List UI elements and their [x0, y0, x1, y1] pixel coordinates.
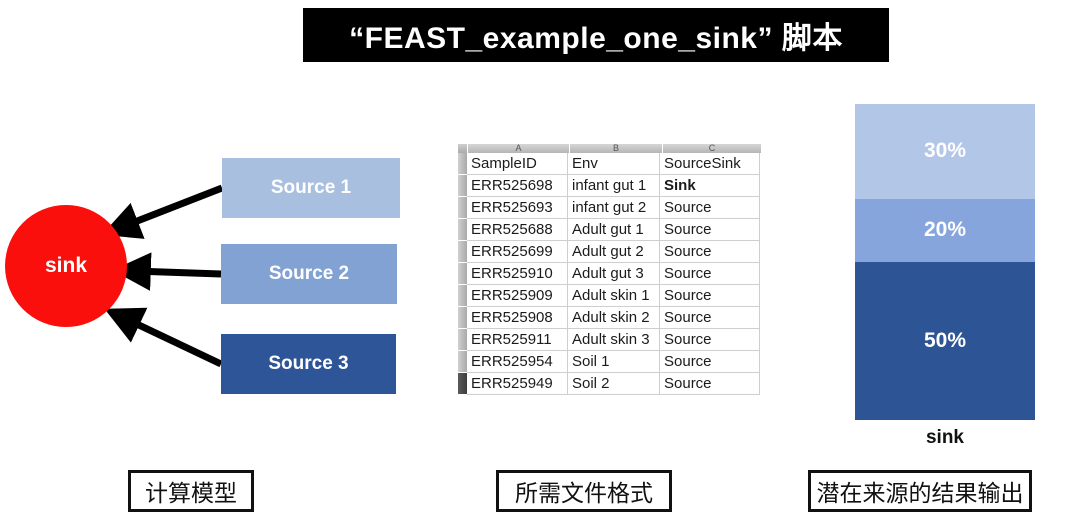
source-box-1-label: Source 1 — [270, 177, 352, 198]
bar-segment-source1-label: 30% — [923, 139, 967, 163]
result-output-chart: 30% 20% 50% sink — [840, 95, 1080, 460]
cell-env: Adult skin 3 — [568, 329, 660, 351]
source-box-3: Source 3 — [221, 334, 396, 394]
table-row: ERR525693 infant gut 2 Source — [458, 197, 762, 219]
cell-sampleid: ERR525693 — [467, 197, 568, 219]
cell-sampleid: ERR525949 — [467, 373, 568, 395]
cell-sampleid: ERR525909 — [467, 285, 568, 307]
arrow-source3-to-sink — [104, 307, 223, 368]
cell-sampleid: ERR525908 — [467, 307, 568, 329]
cell-env: Adult skin 1 — [568, 285, 660, 307]
cell-sourcesink: Source — [660, 307, 760, 329]
table-row: ERR525699 Adult gut 2 Source — [458, 241, 762, 263]
row-header-cell — [458, 175, 467, 197]
spreadsheet-column-letter-c: C — [663, 144, 762, 153]
table-row: ERR525910 Adult gut 3 Source — [458, 263, 762, 285]
row-header-cell — [458, 153, 467, 175]
cell-sampleid: ERR525699 — [467, 241, 568, 263]
source-box-1: Source 1 — [222, 158, 400, 218]
spreadsheet-corner-cell — [458, 144, 468, 153]
row-header-cell — [458, 285, 467, 307]
caption-result-output-label: 潜在来源的结果输出 — [816, 480, 1024, 506]
table-row: ERR525698 infant gut 1 Sink — [458, 175, 762, 197]
column-header-sourcesink: SourceSink — [660, 153, 760, 175]
cell-sampleid: ERR525688 — [467, 219, 568, 241]
cell-env: Adult gut 3 — [568, 263, 660, 285]
arrow-source1-to-sink — [101, 184, 224, 239]
metadata-spreadsheet: A B C SampleID Env SourceSink ERR525698 … — [458, 144, 762, 396]
arrow-source2-to-sink — [112, 252, 222, 291]
table-row: ERR525911 Adult skin 3 Source — [458, 329, 762, 351]
table-row: ERR525954 Soil 1 Source — [458, 351, 762, 373]
bar-segment-source3-label: 50% — [923, 328, 967, 352]
spreadsheet-column-letter-b: B — [570, 144, 663, 153]
cell-env: infant gut 2 — [568, 197, 660, 219]
cell-sampleid: ERR525698 — [467, 175, 568, 197]
cell-env: infant gut 1 — [568, 175, 660, 197]
table-row: ERR525949 Soil 2 Source — [458, 373, 762, 395]
source-box-3-label: Source 3 — [268, 353, 349, 374]
spreadsheet-body: SampleID Env SourceSink ERR525698 infant… — [458, 153, 762, 395]
caption-result-output: 潜在来源的结果输出 — [808, 470, 1032, 512]
caption-computational-model: 计算模型 — [128, 470, 254, 512]
bar-segment-source3: 50% — [855, 261, 1035, 420]
bar-segment-source2: 20% — [855, 198, 1035, 262]
title-banner: “FEAST_example_one_sink” 脚本 — [303, 8, 889, 62]
page-title: “FEAST_example_one_sink” 脚本 — [349, 22, 843, 55]
row-header-cell — [458, 307, 467, 329]
row-header-cell — [458, 351, 467, 373]
caption-required-file-format-label: 所需文件格式 — [515, 480, 653, 506]
bar-segment-source1: 30% — [855, 104, 1035, 199]
cell-sourcesink: Source — [660, 351, 760, 373]
sink-node-label: sink — [44, 254, 88, 277]
row-header-cell — [458, 241, 467, 263]
row-header-cell — [458, 263, 467, 285]
spreadsheet-column-letter-a: A — [468, 144, 570, 153]
source-box-2-label: Source 2 — [268, 263, 350, 284]
table-row: ERR525688 Adult gut 1 Source — [458, 219, 762, 241]
row-header-cell — [458, 373, 467, 395]
cell-sourcesink: Source — [660, 219, 760, 241]
cell-env: Adult gut 1 — [568, 219, 660, 241]
column-header-sampleid: SampleID — [467, 153, 568, 175]
table-header-row: SampleID Env SourceSink — [458, 153, 762, 175]
column-header-env: Env — [568, 153, 660, 175]
cell-env: Adult skin 2 — [568, 307, 660, 329]
computational-model-diagram: sink Source 1 Source 2 Source 3 — [0, 90, 430, 430]
cell-env: Adult gut 2 — [568, 241, 660, 263]
cell-sourcesink: Source — [660, 373, 760, 395]
cell-sampleid: ERR525910 — [467, 263, 568, 285]
bar-axis-label: sink — [925, 427, 965, 448]
table-row: ERR525909 Adult skin 1 Source — [458, 285, 762, 307]
sink-node: sink — [5, 205, 127, 327]
cell-sourcesink: Source — [660, 285, 760, 307]
table-row: ERR525908 Adult skin 2 Source — [458, 307, 762, 329]
cell-sourcesink: Source — [660, 241, 760, 263]
caption-computational-model-label: 计算模型 — [145, 480, 237, 506]
cell-sampleid: ERR525954 — [467, 351, 568, 373]
row-header-cell — [458, 329, 467, 351]
cell-sampleid: ERR525911 — [467, 329, 568, 351]
source-box-2: Source 2 — [221, 244, 397, 304]
bar-segment-source2-label: 20% — [923, 218, 967, 242]
cell-env: Soil 2 — [568, 373, 660, 395]
stacked-bar: 30% 20% 50% — [855, 104, 1035, 420]
spreadsheet-column-header-row: A B C — [458, 144, 762, 153]
cell-sourcesink: Source — [660, 263, 760, 285]
cell-sourcesink: Sink — [660, 175, 760, 197]
cell-env: Soil 1 — [568, 351, 660, 373]
row-header-cell — [458, 219, 467, 241]
row-header-cell — [458, 197, 467, 219]
caption-required-file-format: 所需文件格式 — [496, 470, 672, 512]
cell-sourcesink: Source — [660, 329, 760, 351]
cell-sourcesink: Source — [660, 197, 760, 219]
